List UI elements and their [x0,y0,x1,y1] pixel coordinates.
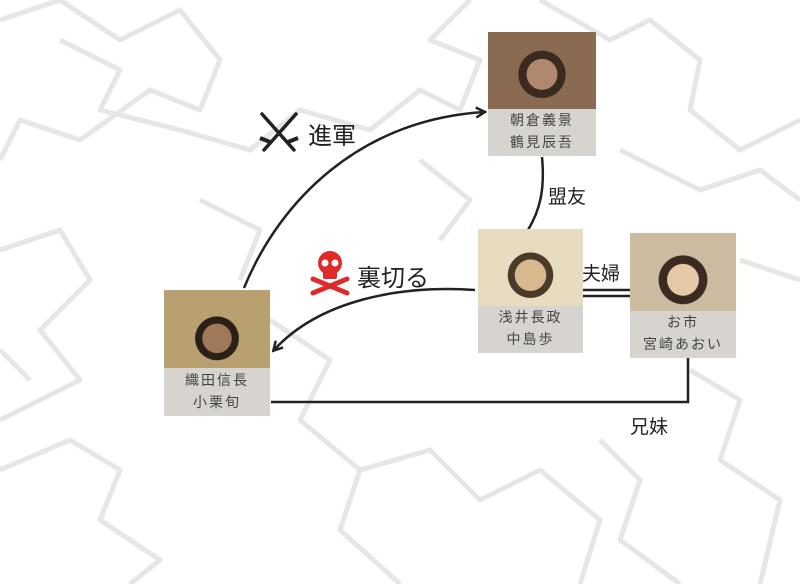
role-name: 朝倉義景 [510,113,574,130]
skull-crossbones-icon [310,251,350,296]
portrait-oichi [630,233,736,311]
portrait-oda [164,290,270,369]
person-card-azai[interactable]: 浅井長政中島歩 [478,229,583,353]
person-card-asakura[interactable]: 朝倉義景鶴見辰吾 [488,32,596,156]
advance-arrow [242,112,484,289]
person-card-oichi[interactable]: お市宮崎あおい [630,233,736,358]
actor-name: 鶴見辰吾 [510,135,574,152]
actor-name: 中島歩 [506,332,555,349]
role-name: お市 [667,315,699,332]
alliance-label: 盟友 [548,186,587,208]
person-card-oda[interactable]: 織田信長小栗旬 [164,290,270,416]
role-name: 織田信長 [185,373,249,390]
siblings-line [271,357,690,404]
role-name: 浅井長政 [498,310,563,327]
advance-label: 進軍 [308,122,356,150]
portrait-azai [478,229,583,306]
married-label: 夫婦 [582,263,621,285]
betrayal-arrow [274,287,476,350]
actor-name: 小栗旬 [193,395,241,412]
crossed-swords-icon [259,112,299,152]
siblings-label: 兄妹 [630,416,669,438]
alliance-line [526,156,545,231]
actor-name: 宮崎あおい [643,337,723,354]
portrait-asakura [488,32,596,109]
betrayal-label: 裏切る [357,264,429,292]
